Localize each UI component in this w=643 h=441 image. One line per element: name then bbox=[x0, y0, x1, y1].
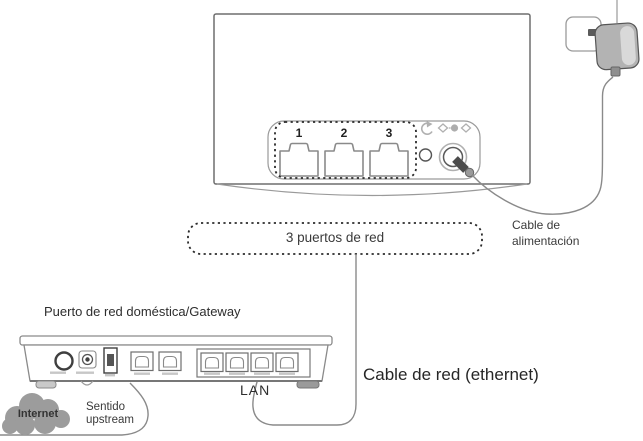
ports-callout-label: 3 puertos de red bbox=[285, 230, 385, 245]
port-label-smudges bbox=[50, 371, 295, 377]
power-jack bbox=[438, 142, 475, 178]
power-cable bbox=[471, 76, 614, 215]
upstream-cable bbox=[0, 382, 149, 436]
adapter-cable-nub bbox=[610, 66, 621, 77]
gateway-top-edge bbox=[19, 335, 333, 346]
adapter-body bbox=[594, 22, 640, 71]
port-number-3: 3 bbox=[385, 126, 393, 140]
power-cable-label-line1: Cable de bbox=[512, 218, 561, 232]
internet-label: Internet bbox=[17, 408, 59, 420]
ports-dashed-outline bbox=[274, 121, 417, 179]
upstream-label-line2: upstream bbox=[86, 413, 134, 426]
internet-cloud-icon bbox=[2, 393, 70, 435]
usb-port bbox=[103, 347, 118, 374]
gateway-foot-right bbox=[296, 380, 320, 389]
port-number-2: 2 bbox=[340, 126, 348, 140]
upstream-label-line1: Sentido bbox=[86, 401, 126, 413]
coax-connector bbox=[54, 351, 74, 371]
gateway-power-jack bbox=[78, 350, 97, 369]
port-number-1: 1 bbox=[295, 126, 303, 140]
reset-icon bbox=[421, 121, 433, 136]
reset-button bbox=[418, 148, 433, 162]
lan-port-2 bbox=[225, 352, 249, 373]
router-port-recess bbox=[267, 120, 481, 180]
lan-port-1 bbox=[200, 352, 224, 373]
gateway-device bbox=[0, 335, 333, 436]
gateway-title: Puerto de red doméstica/Gateway bbox=[44, 304, 241, 319]
router-device bbox=[213, 13, 531, 197]
power-adapter-assembly bbox=[471, 0, 640, 215]
tel-port-1 bbox=[130, 351, 154, 372]
power-cable-label-line2: alimentación bbox=[512, 233, 580, 248]
power-plug bbox=[452, 156, 469, 173]
gateway-foot-left bbox=[35, 380, 57, 389]
power-cable-label: Cable de alimentación bbox=[512, 218, 579, 249]
tel-port-2 bbox=[158, 351, 182, 372]
router-base-curve bbox=[216, 183, 528, 197]
ethernet-cable-label: Cable de red (ethernet) bbox=[363, 365, 539, 384]
led-indicator-icons bbox=[437, 123, 472, 133]
lan-port-3 bbox=[250, 352, 274, 373]
callout-dashed-box bbox=[187, 222, 483, 255]
lan-group-label: LAN bbox=[240, 382, 271, 398]
cable-clip bbox=[80, 380, 94, 386]
ethernet-cable bbox=[252, 254, 357, 426]
upstream-direction-label: Sentido upstream bbox=[86, 401, 134, 426]
lan-port-4 bbox=[275, 352, 299, 373]
